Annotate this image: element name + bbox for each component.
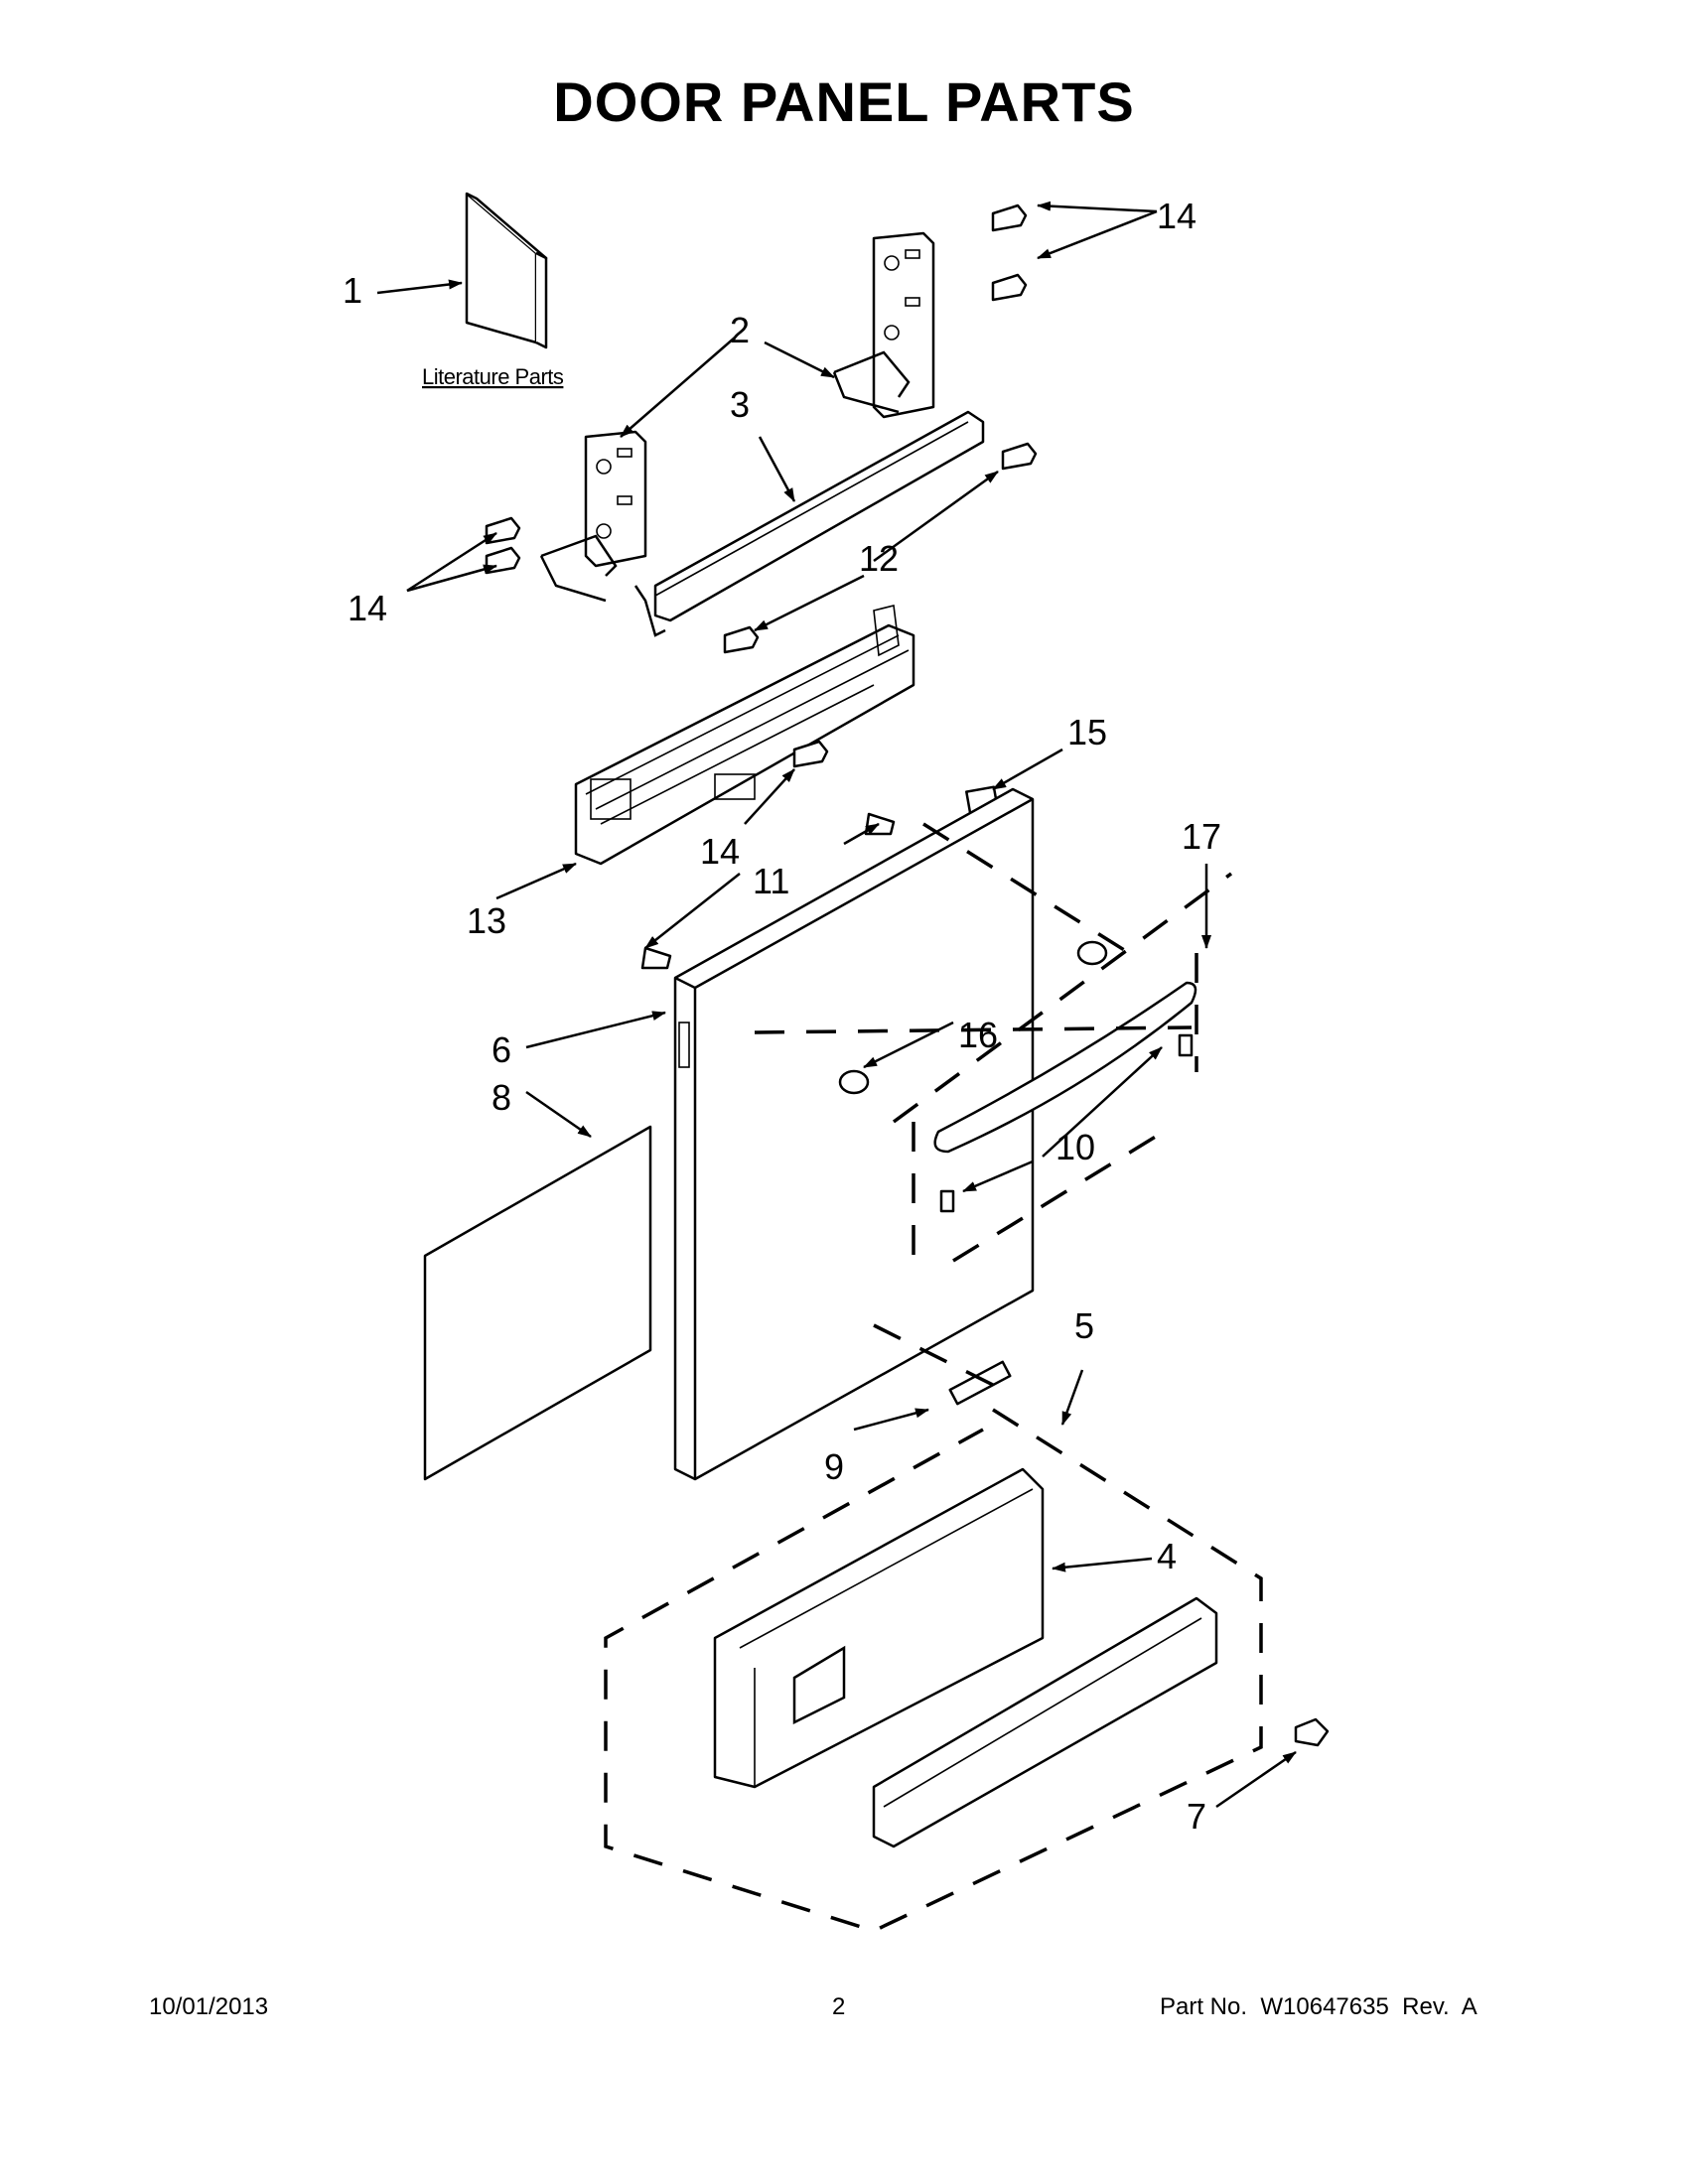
callout-9: 9: [824, 1446, 844, 1487]
callout-6: 6: [492, 1029, 511, 1070]
door-insulation-panel: [423, 1125, 652, 1481]
callout-7: 7: [1187, 1796, 1206, 1837]
literature-parts-label: Literature Parts: [422, 364, 564, 389]
footer-part-number: Part No. W10647635 Rev. A: [1160, 1993, 1477, 2020]
footer-date: 10/01/2013: [149, 1993, 269, 2020]
callout-15: 15: [1067, 712, 1107, 752]
kick-plate-assembly: [713, 1467, 1045, 1789]
set-screws: [939, 1033, 1194, 1213]
brand-badge: [948, 1360, 1012, 1406]
leader-arrows: [376, 201, 1297, 1809]
callout-13: 13: [467, 900, 506, 941]
callout-4: 4: [1157, 1536, 1177, 1576]
callout-12: 12: [859, 538, 899, 579]
callout-8: 8: [492, 1077, 511, 1118]
control-panel-assembly: [574, 605, 915, 866]
callout-17: 17: [1182, 816, 1221, 857]
literature-booklet: [465, 192, 548, 349]
callout-14-lower: 14: [700, 831, 740, 872]
toe-panel: [872, 1596, 1218, 1848]
left-hinge-bracket: [539, 430, 647, 603]
callout-16: 16: [958, 1015, 998, 1055]
phantom-lines: [604, 822, 1263, 1933]
callout-11: 11: [753, 861, 789, 901]
door-outer-panel: [673, 787, 1035, 1481]
callout-3: 3: [730, 384, 750, 425]
top-trim-strip: [633, 410, 985, 637]
page-title: DOOR PANEL PARTS: [553, 70, 1135, 133]
callout-1: 1: [343, 270, 362, 311]
right-hinge-bracket: [832, 231, 935, 419]
footer-page-number: 2: [832, 1993, 846, 2020]
callout-14-top: 14: [1157, 196, 1196, 236]
handle-mounts: [838, 940, 1108, 1095]
door-handle: [933, 981, 1197, 1154]
callout-14-left: 14: [348, 588, 387, 628]
callout-2: 2: [730, 310, 750, 350]
callout-10: 10: [1055, 1127, 1095, 1167]
callout-5: 5: [1074, 1305, 1094, 1346]
